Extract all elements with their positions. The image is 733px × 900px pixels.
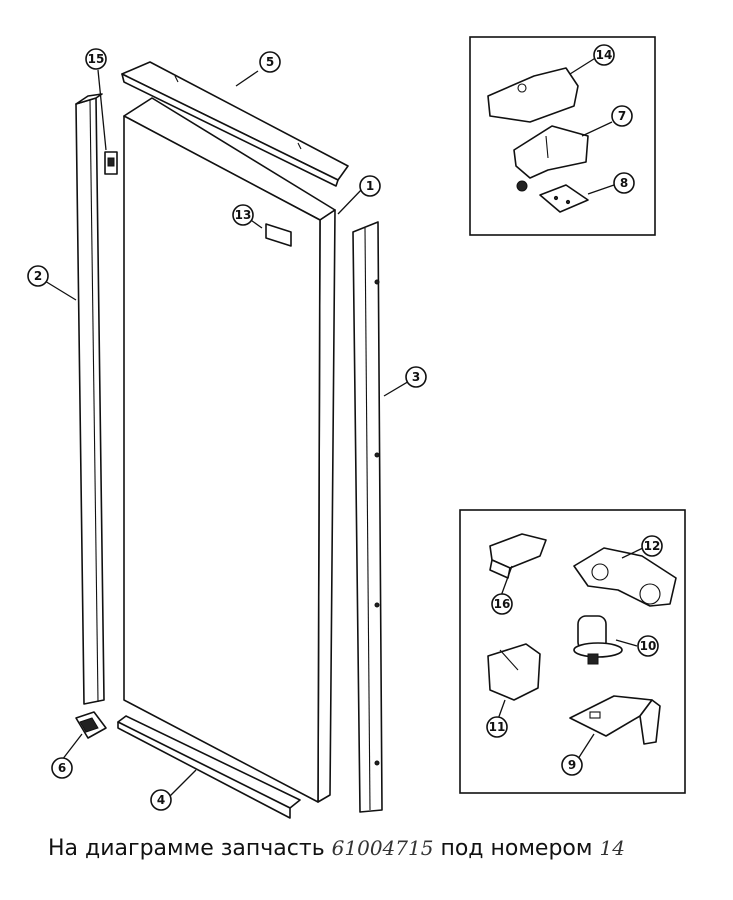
upper-hinge-inset bbox=[469, 36, 656, 236]
label-plate bbox=[265, 223, 292, 247]
svg-text:2: 2 bbox=[34, 269, 42, 283]
callout-9: 9 bbox=[561, 754, 583, 776]
caption-part-number: 61004715 bbox=[331, 836, 434, 860]
hinge-pin bbox=[573, 615, 623, 665]
callout-1: 1 bbox=[359, 175, 381, 197]
upper-hinge-cover bbox=[487, 67, 579, 123]
svg-text:12: 12 bbox=[644, 539, 661, 553]
caption-prefix: На диаграмме запчасть bbox=[48, 836, 332, 861]
caption-middle: под номером bbox=[433, 836, 600, 861]
callout-6: 6 bbox=[51, 757, 73, 779]
callout-11: 11 bbox=[486, 716, 508, 738]
hinge-shim-plate bbox=[539, 184, 589, 213]
bracket-16 bbox=[489, 533, 547, 579]
upper-hinge-bracket bbox=[513, 125, 589, 192]
svg-text:4: 4 bbox=[157, 793, 165, 807]
svg-text:9: 9 bbox=[568, 758, 576, 772]
bottom-hinge-block bbox=[75, 711, 107, 739]
svg-text:5: 5 bbox=[266, 55, 274, 69]
lower-hardware-inset bbox=[459, 509, 686, 794]
callout-16: 16 bbox=[491, 593, 513, 615]
caption-callout-number: 14 bbox=[599, 836, 625, 860]
svg-text:8: 8 bbox=[620, 176, 628, 190]
svg-text:6: 6 bbox=[58, 761, 66, 775]
callout-3: 3 bbox=[405, 366, 427, 388]
caption: На диаграмме запчасть 61004715 под номер… bbox=[48, 836, 625, 861]
bottom-strip bbox=[117, 715, 301, 819]
callout-12: 12 bbox=[641, 535, 663, 557]
bottom-hinge-bracket bbox=[569, 695, 661, 745]
door-closer-cam bbox=[573, 547, 677, 607]
svg-text:11: 11 bbox=[489, 720, 506, 734]
callout-8: 8 bbox=[613, 172, 635, 194]
svg-text:13: 13 bbox=[235, 208, 252, 222]
trim-clip bbox=[104, 151, 118, 175]
bracket-11 bbox=[487, 643, 541, 701]
door-top-cap bbox=[121, 61, 349, 187]
svg-text:10: 10 bbox=[640, 639, 657, 653]
door-panel bbox=[123, 97, 336, 803]
callout-13: 13 bbox=[232, 204, 254, 226]
svg-text:7: 7 bbox=[618, 109, 626, 123]
svg-text:16: 16 bbox=[494, 597, 511, 611]
right-trim-strip bbox=[352, 221, 383, 813]
left-trim-strip bbox=[75, 93, 105, 705]
callout-7: 7 bbox=[611, 105, 633, 127]
callout-10: 10 bbox=[637, 635, 659, 657]
callout-15: 15 bbox=[85, 48, 107, 70]
callout-14: 14 bbox=[593, 44, 615, 66]
callout-2: 2 bbox=[27, 265, 49, 287]
svg-text:14: 14 bbox=[596, 48, 613, 62]
svg-text:3: 3 bbox=[412, 370, 420, 384]
svg-text:15: 15 bbox=[88, 52, 105, 66]
callout-4: 4 bbox=[150, 789, 172, 811]
callout-5: 5 bbox=[259, 51, 281, 73]
svg-text:1: 1 bbox=[366, 179, 374, 193]
